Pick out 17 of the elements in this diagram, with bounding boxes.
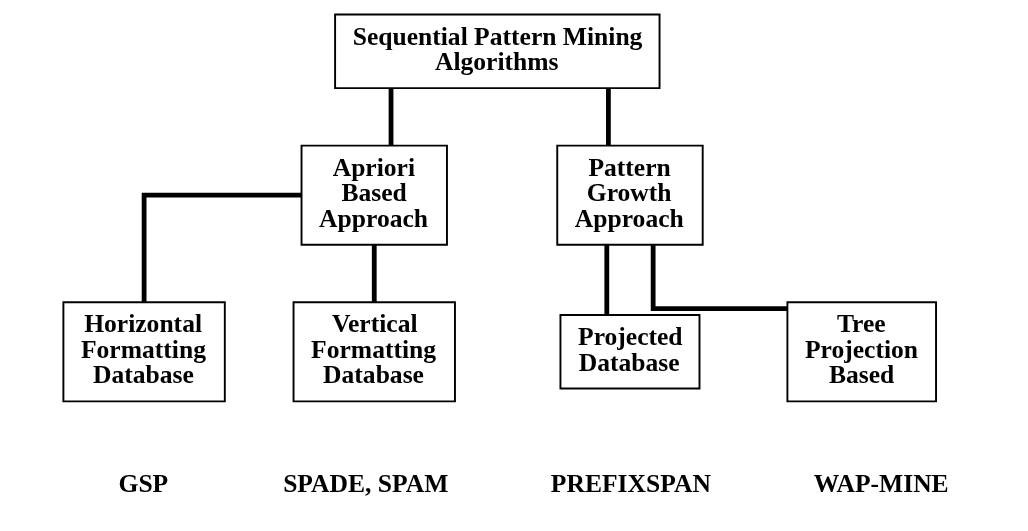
node-box: Vertical Formatting Database xyxy=(292,301,456,403)
node-label: SPADE, SPAM xyxy=(282,469,448,499)
connector xyxy=(603,244,609,315)
node-box: Projected Database xyxy=(559,314,700,390)
node-label: GSP xyxy=(118,469,168,499)
node-box: Sequential Pattern Mining Algorithms xyxy=(333,13,660,90)
connector xyxy=(650,245,787,312)
connector xyxy=(605,88,611,146)
connector xyxy=(141,192,301,303)
connector xyxy=(388,88,393,146)
connector xyxy=(371,244,377,303)
node-box: Horizontal Formatting Database xyxy=(61,301,226,403)
node-box: Pattern Growth Approach xyxy=(555,144,704,246)
node-label: WAP-MINE xyxy=(813,469,949,499)
node-box: Apriori Based Approach xyxy=(300,144,448,246)
node-label: PREFIXSPAN xyxy=(550,469,711,499)
node-box: Tree Projection Based xyxy=(785,301,937,403)
